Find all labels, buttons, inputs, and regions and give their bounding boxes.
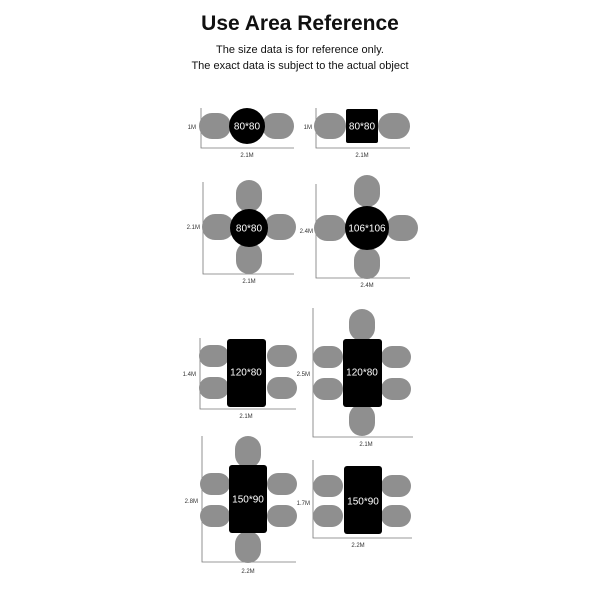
chair bbox=[236, 242, 262, 274]
table-square bbox=[346, 109, 378, 143]
chair bbox=[236, 180, 262, 212]
chair bbox=[354, 247, 380, 279]
page-title: Use Area Reference bbox=[201, 12, 399, 35]
chair bbox=[235, 436, 261, 468]
chair bbox=[314, 113, 346, 139]
chair bbox=[349, 309, 375, 341]
height-dimension: 2.5M bbox=[297, 372, 310, 378]
chair bbox=[235, 531, 261, 563]
height-dimension: 1.7M bbox=[297, 501, 310, 507]
table-rectangular bbox=[344, 466, 382, 534]
chair bbox=[381, 346, 411, 368]
table-size-label: 150*90 bbox=[347, 497, 379, 508]
chair bbox=[267, 505, 297, 527]
chair bbox=[200, 505, 230, 527]
chair bbox=[313, 475, 343, 497]
table-round bbox=[345, 206, 389, 250]
table-round bbox=[230, 209, 268, 247]
chair bbox=[313, 505, 343, 527]
width-dimension: 2.1M bbox=[355, 153, 368, 159]
chair bbox=[267, 473, 297, 495]
dimension-axes bbox=[202, 182, 294, 275]
dimension-axes bbox=[315, 184, 410, 279]
table-size-label: 80*80 bbox=[349, 122, 376, 133]
chair bbox=[381, 378, 411, 400]
chair bbox=[313, 378, 343, 400]
width-dimension: 2.4M bbox=[360, 283, 373, 289]
width-dimension: 2.1M bbox=[239, 414, 252, 420]
chair bbox=[202, 214, 234, 240]
table-size-label: 80*80 bbox=[236, 224, 263, 235]
note-line-1: The size data is for reference only. bbox=[216, 44, 384, 56]
width-dimension: 2.1M bbox=[242, 279, 255, 285]
chair bbox=[267, 377, 297, 399]
chair bbox=[378, 113, 410, 139]
height-dimension: 1.4M bbox=[183, 372, 196, 378]
chair bbox=[200, 473, 230, 495]
table-rectangular bbox=[227, 339, 266, 407]
width-dimension: 2.1M bbox=[359, 442, 372, 448]
table-size-label: 80*80 bbox=[234, 122, 261, 133]
chair bbox=[314, 215, 346, 241]
chair bbox=[199, 113, 231, 139]
table-size-label: 106*106 bbox=[348, 224, 386, 235]
note-line-2: The exact data is subject to the actual … bbox=[191, 60, 409, 72]
chair bbox=[199, 377, 229, 399]
width-dimension: 2.2M bbox=[351, 543, 364, 549]
table-rectangular bbox=[229, 465, 267, 533]
width-dimension: 2.1M bbox=[240, 153, 253, 159]
table-size-label: 150*90 bbox=[232, 495, 264, 506]
height-dimension: 1M bbox=[304, 125, 312, 131]
chair bbox=[349, 404, 375, 436]
table-rectangular bbox=[343, 339, 382, 407]
chair bbox=[262, 113, 294, 139]
chair bbox=[264, 214, 296, 240]
chair bbox=[381, 475, 411, 497]
width-dimension: 2.2M bbox=[241, 569, 254, 575]
table-round bbox=[229, 108, 265, 144]
table-size-label: 120*80 bbox=[346, 368, 378, 379]
height-dimension: 2.8M bbox=[185, 499, 198, 505]
chair bbox=[386, 215, 418, 241]
chair bbox=[381, 505, 411, 527]
chair bbox=[199, 345, 229, 367]
chair bbox=[313, 346, 343, 368]
dimension-axes bbox=[199, 338, 296, 410]
chair bbox=[354, 175, 380, 207]
table-size-label: 120*80 bbox=[230, 368, 262, 379]
dimension-axes bbox=[312, 308, 413, 438]
height-dimension: 2.1M bbox=[187, 225, 200, 231]
height-dimension: 2.4M bbox=[300, 229, 313, 235]
height-dimension: 1M bbox=[188, 125, 196, 131]
chair bbox=[267, 345, 297, 367]
